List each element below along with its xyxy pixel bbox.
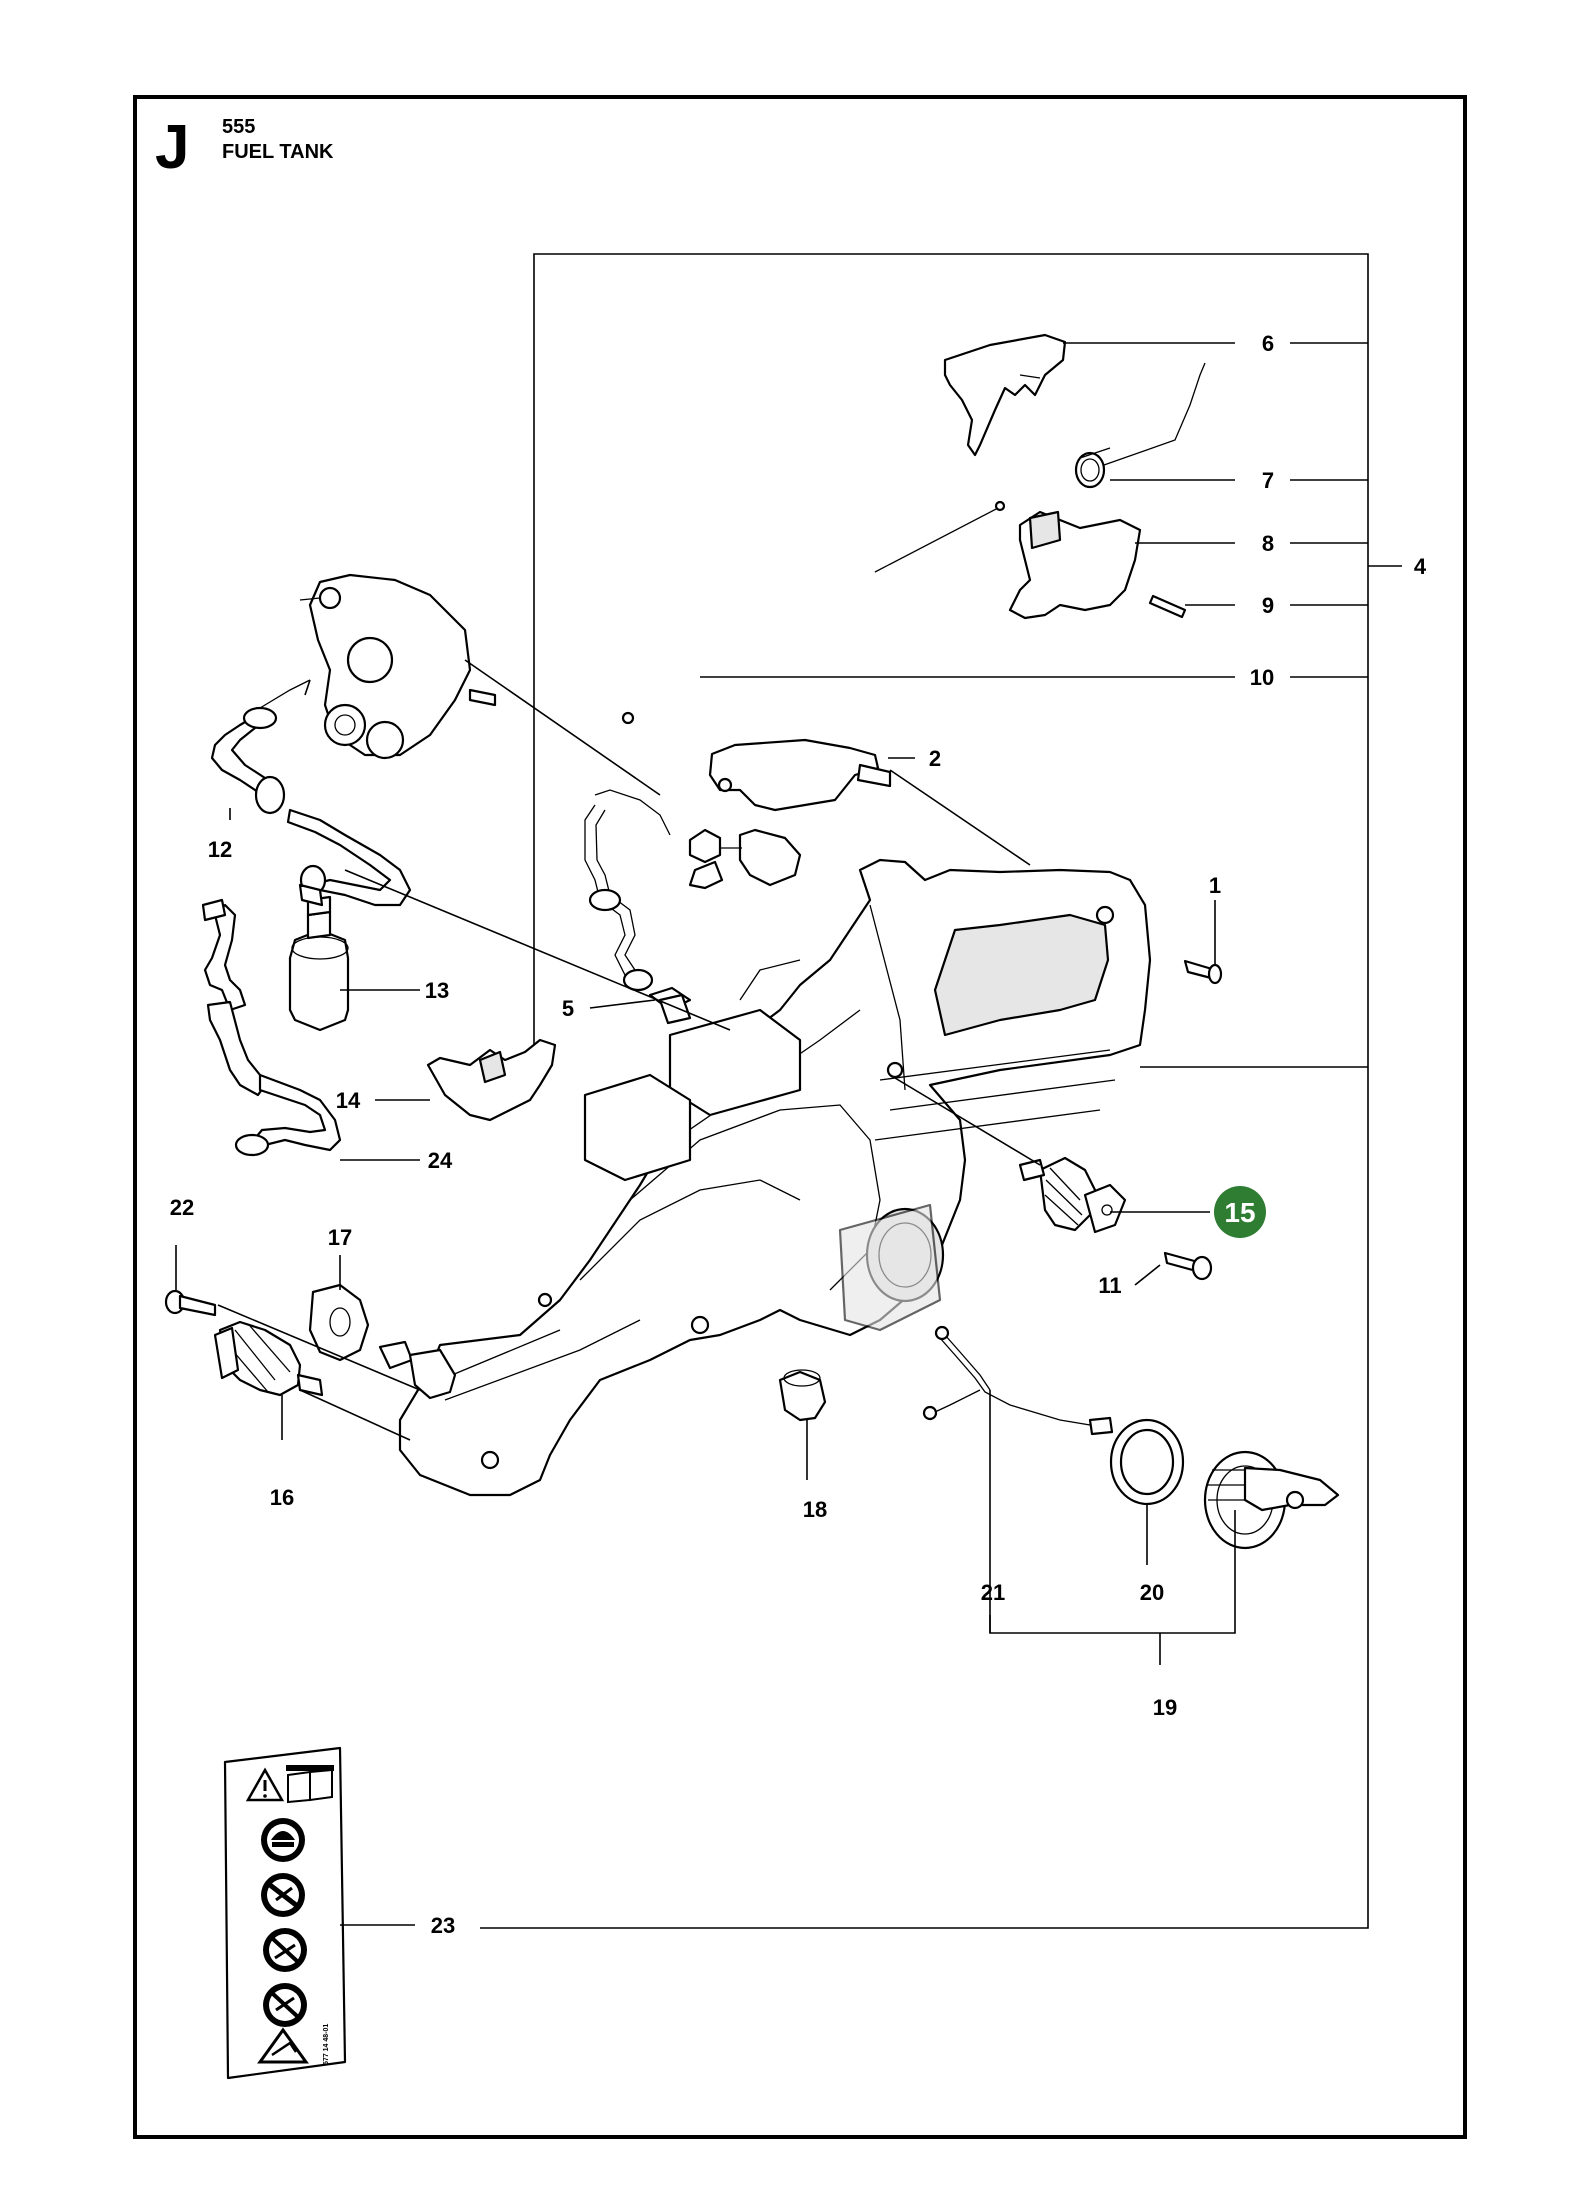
callout-14: 14	[336, 1088, 361, 1113]
sheet-border	[133, 95, 1467, 2139]
callout-1: 1	[1209, 873, 1221, 898]
callout-20: 20	[1140, 1580, 1164, 1605]
part-22-screw	[164, 1289, 217, 1317]
callout-15: 15	[1224, 1197, 1255, 1228]
callout-8: 8	[1262, 531, 1274, 556]
callout-10: 10	[1250, 665, 1274, 690]
part-12-fuel-hose	[210, 679, 311, 815]
part-20-seal	[1109, 1418, 1185, 1506]
section-letter: J	[155, 113, 189, 182]
callout-6: 6	[1262, 331, 1274, 356]
primer-bulb-assembly	[584, 789, 802, 992]
part-14-cover	[426, 1038, 557, 1122]
callout-4: 4	[1414, 554, 1427, 579]
callout-21: 21	[981, 1580, 1005, 1605]
no-kickback-icon	[263, 1928, 307, 1972]
part-13-fuel-filter	[288, 895, 350, 1032]
callout-16: 16	[270, 1485, 294, 1510]
callout-23: 23	[431, 1913, 455, 1938]
part-24-fuel-line	[201, 898, 342, 1157]
part-11-screw	[1163, 1251, 1213, 1281]
part-7-spring	[1074, 362, 1206, 489]
leader-lines	[175, 342, 1368, 1926]
part-18-plug	[778, 1369, 827, 1422]
head-protection-icon	[261, 1818, 305, 1862]
callout-11: 11	[1098, 1273, 1121, 1298]
callout-22: 22	[170, 1195, 194, 1220]
part-10-throttle-rod	[621, 500, 1006, 725]
no-tip-contact-icon	[263, 1983, 307, 2027]
callout-24: 24	[428, 1148, 453, 1173]
part-5-bushing	[648, 986, 692, 1025]
part-19-fuel-cap	[1203, 1450, 1340, 1550]
front-bushing	[378, 1340, 457, 1400]
model-number: 555	[222, 116, 255, 138]
callout-17: 17	[328, 1225, 352, 1250]
callout-15-highlight: 15	[1214, 1186, 1266, 1238]
part-1-screw	[1183, 959, 1223, 985]
part-9-pin	[1148, 594, 1187, 619]
part-8-trigger	[1008, 510, 1142, 620]
callout-12: 12	[208, 837, 232, 862]
callout-13: 13	[425, 978, 449, 1003]
assembly-bracket	[480, 253, 1402, 1929]
fuel-tank-housing	[398, 858, 1152, 1497]
callout-7: 7	[1262, 468, 1274, 493]
part-23-decal: 577 14 48-01	[223, 1746, 347, 2080]
callout-9: 9	[1262, 593, 1274, 618]
part-15-av-spring	[1018, 1156, 1127, 1234]
part-2-bracket	[708, 738, 892, 812]
kickback-warning-icon	[257, 2027, 309, 2064]
fuel-line-upper	[286, 808, 412, 907]
page-title: FUEL TANK	[222, 141, 334, 163]
callout-2: 2	[929, 746, 941, 771]
callout-5: 5	[562, 996, 574, 1021]
no-one-hand-icon	[261, 1873, 305, 1917]
callouts: 6 7 8 4 9 10 2 1 5 12 13 14 24 15 11 22 …	[170, 331, 1427, 1938]
manual-book-icon	[286, 1765, 334, 1804]
part-17-buffer	[308, 1283, 370, 1362]
callout-18: 18	[803, 1497, 827, 1522]
part-16-av-spring	[213, 1320, 324, 1397]
warning-triangle-icon	[245, 1767, 285, 1802]
part-6-lockout	[943, 333, 1067, 457]
carburetor	[299, 573, 497, 760]
part-21-retainer	[922, 1325, 1114, 1436]
callout-19: 19	[1153, 1695, 1177, 1720]
decal-code: 577 14 48-01	[323, 2024, 330, 2065]
